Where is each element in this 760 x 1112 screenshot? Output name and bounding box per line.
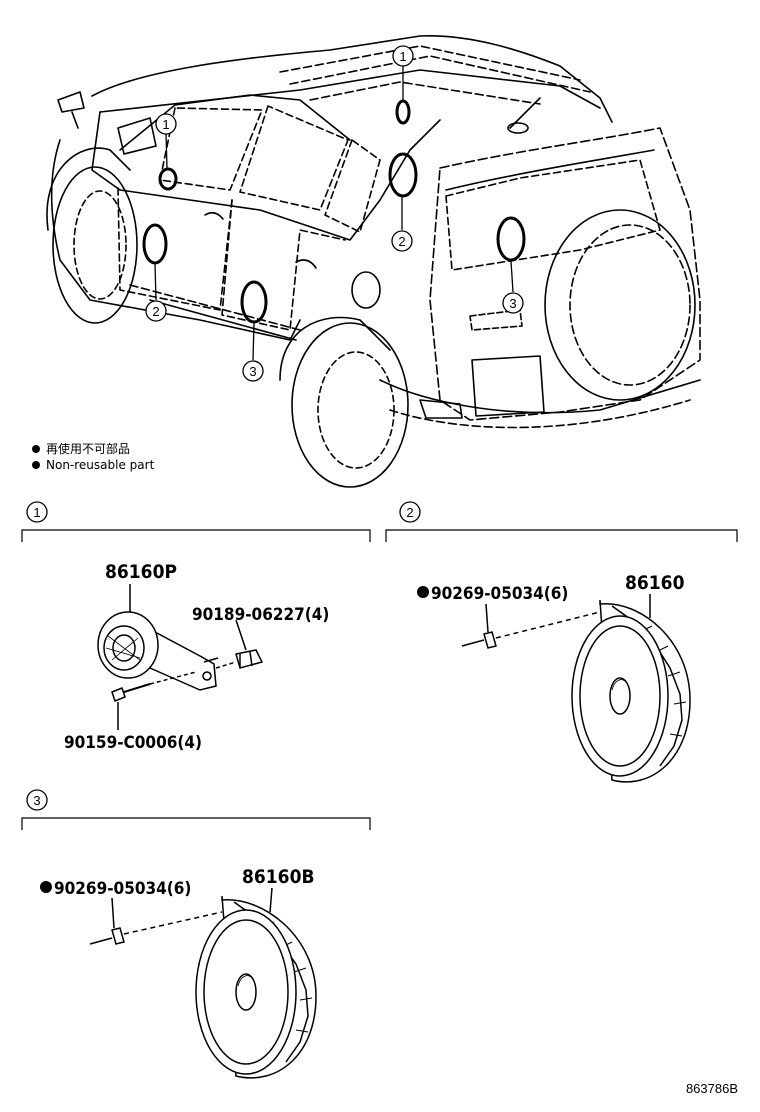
part-number-90269-05034: 90269-05034(6) xyxy=(54,879,191,899)
non-reusable-bullet-icon xyxy=(32,461,40,469)
legend-line-en: Non-reusable part xyxy=(46,458,155,472)
location-tweeter-rear-mark xyxy=(395,99,411,125)
callout-label: 3 xyxy=(509,296,516,311)
part-number-86160B: 86160B xyxy=(242,866,315,888)
location-front-right-speaker-mark xyxy=(388,152,418,198)
illustration-code: 863786B xyxy=(686,1081,738,1096)
legend: 再使用不可部品 Non-reusable part xyxy=(32,441,155,472)
callout-label: 3 xyxy=(249,364,256,379)
section-3-speaker: 90269-05034(6) 86160B xyxy=(40,866,317,1079)
callout-label: 2 xyxy=(398,234,405,249)
part-number-90189-06227: 90189-06227(4) xyxy=(192,605,329,625)
section-1-number: 1 xyxy=(33,505,40,520)
location-front-door-speaker-mark xyxy=(142,223,168,265)
part-number-90159-C0006: 90159-C0006(4) xyxy=(64,733,202,753)
location-rear-door-speaker-mark xyxy=(240,280,268,324)
section-1-tweeter: 86160P 90189-06227(4) 90159-C0006(4) xyxy=(64,561,329,753)
part-number-86160P: 86160P xyxy=(105,561,177,583)
callout-label: 1 xyxy=(399,49,406,64)
section-2-number: 2 xyxy=(406,505,413,520)
section-2-speaker: 90269-05034(6) 86160 xyxy=(417,572,691,783)
non-reusable-bullet-icon xyxy=(32,445,40,453)
callout-leaders xyxy=(154,66,514,361)
callout-label: 1 xyxy=(162,117,169,132)
callout-circles xyxy=(26,45,524,811)
non-reusable-bullet-icon xyxy=(40,881,52,893)
part-number-90269-05034: 90269-05034(6) xyxy=(431,584,568,604)
speaker-location-marks xyxy=(142,99,526,324)
vehicle-illustration xyxy=(46,35,701,488)
legend-line-ja: 再使用不可部品 xyxy=(46,441,130,456)
location-back-door-speaker-mark xyxy=(496,216,526,262)
location-tweeter-front-mark xyxy=(158,167,178,191)
part-number-86160: 86160 xyxy=(625,572,685,594)
callout-label: 2 xyxy=(152,304,159,319)
section-3-number: 3 xyxy=(33,793,40,808)
section-brackets xyxy=(21,529,738,830)
non-reusable-bullet-icon xyxy=(417,586,429,598)
